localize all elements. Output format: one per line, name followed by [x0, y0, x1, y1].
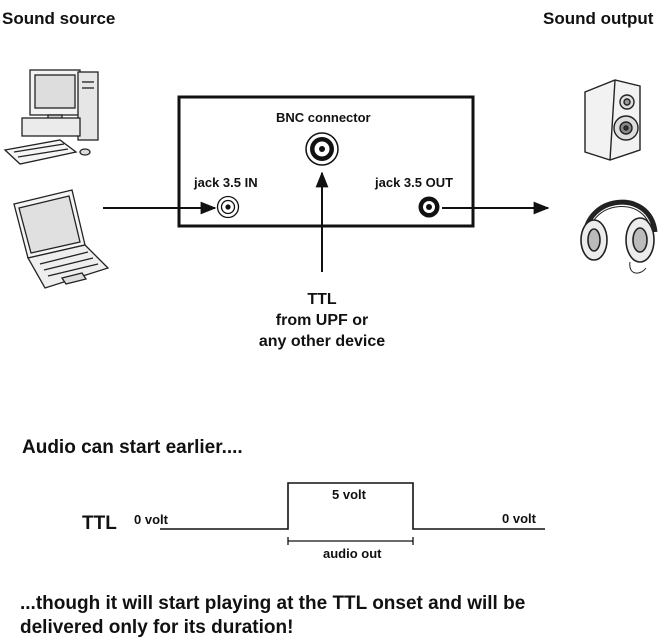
- footer-line2: delivered only for its duration!: [20, 617, 294, 638]
- bnc-connector-label: BNC connector: [276, 110, 371, 125]
- ttl-signal-label: TTL: [82, 513, 117, 534]
- high-label: 5 volt: [332, 487, 366, 502]
- ttl-input-line2: from UPF or: [275, 312, 369, 329]
- ttl-input-label: TTL from UPF or any other device: [222, 289, 422, 352]
- audio-out-bracket: [287, 537, 414, 545]
- timing-heading: Audio can start earlier....: [22, 437, 243, 458]
- desktop-computer-icon: [3, 69, 99, 165]
- interface-box: [177, 95, 475, 228]
- jack-in-label: jack 3.5 IN: [194, 175, 258, 190]
- jack-out-label: jack 3.5 OUT: [375, 175, 454, 190]
- low-right-label: 0 volt: [502, 511, 536, 526]
- sound-source-header: Sound source: [2, 9, 116, 28]
- laptop-icon: [13, 189, 110, 289]
- ttl-input-line1: TTL: [307, 291, 337, 308]
- footer-line1: ...though it will start playing at the T…: [20, 593, 526, 614]
- footer-text: ...though it will start playing at the T…: [20, 592, 525, 640]
- jack-in: [216, 195, 240, 219]
- speaker-icon: [584, 79, 641, 161]
- sound-output-header: Sound output: [543, 9, 654, 28]
- bnc-connector: [305, 132, 339, 166]
- low-left-label: 0 volt: [134, 512, 168, 527]
- ttl-waveform: [160, 482, 545, 530]
- ttl-input-line3: any other device: [258, 333, 386, 350]
- jack-out: [418, 196, 440, 218]
- audio-out-label: audio out: [323, 546, 382, 561]
- headphones-icon: [580, 199, 658, 274]
